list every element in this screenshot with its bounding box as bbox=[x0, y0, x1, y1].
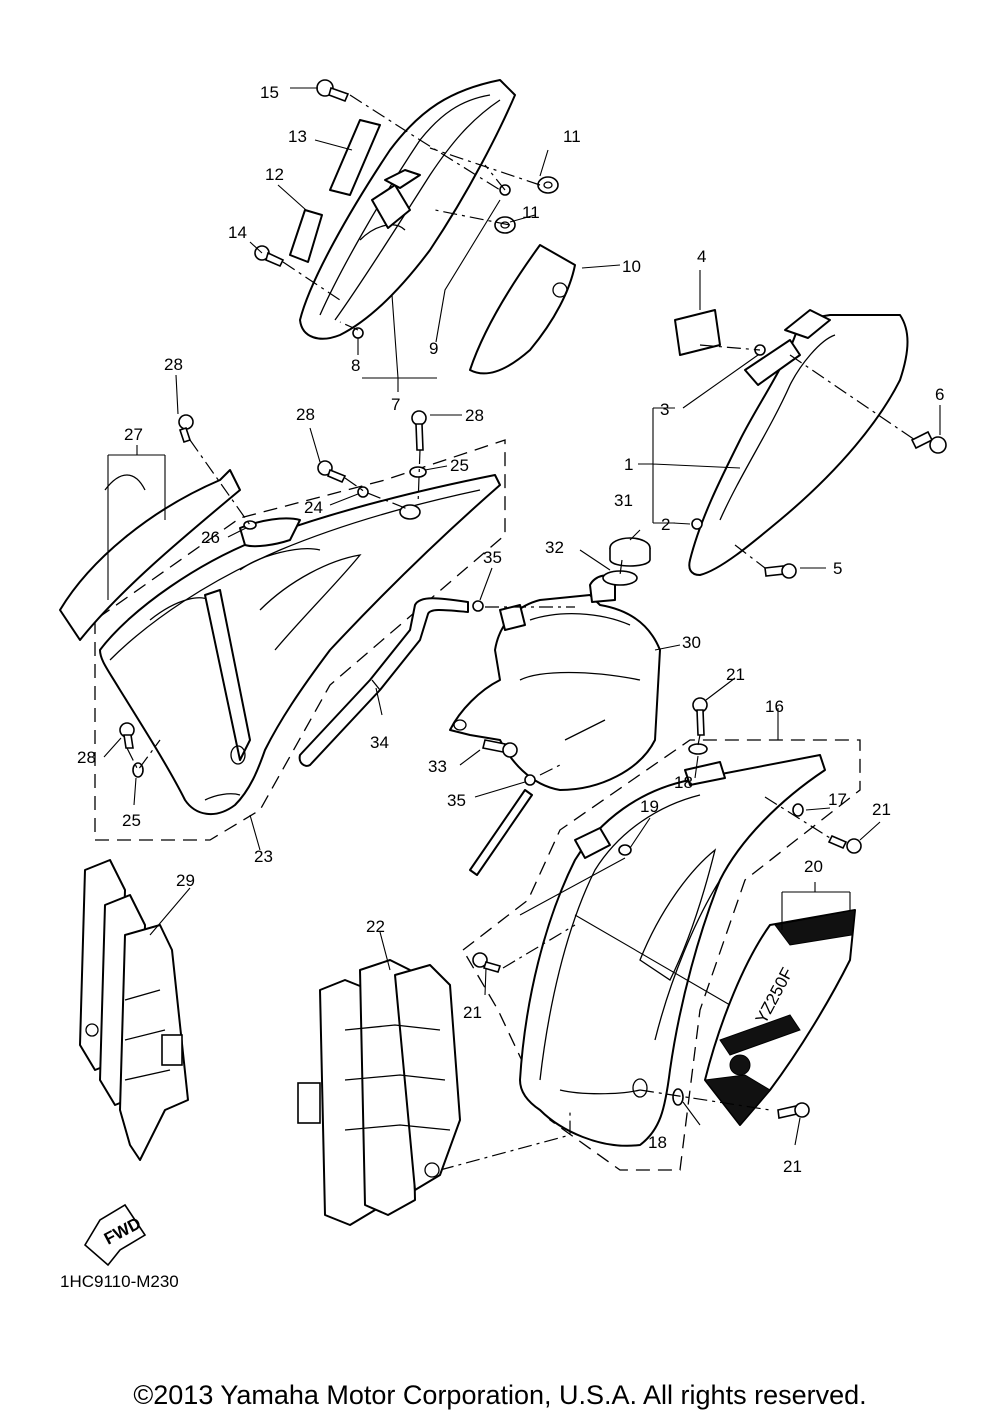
callout-23: 23 bbox=[254, 847, 273, 866]
callout-3: 3 bbox=[660, 400, 669, 419]
callout-28d: 28 bbox=[77, 748, 96, 767]
callout-14: 14 bbox=[228, 223, 247, 242]
radiator-guard-29 bbox=[79, 859, 189, 1161]
callout-21c: 21 bbox=[463, 1003, 482, 1022]
washer-18-bottom bbox=[672, 1088, 684, 1106]
bolt-21-bottom bbox=[777, 1102, 810, 1119]
bolt-6 bbox=[910, 430, 947, 454]
callout-15: 15 bbox=[260, 83, 279, 102]
bolt-15 bbox=[316, 79, 350, 103]
air-cleaner-side-panel-10 bbox=[469, 244, 576, 375]
callout-28b: 28 bbox=[296, 405, 315, 424]
bolt-28-upper bbox=[411, 410, 427, 451]
scoop-graphic-20: YZ250F bbox=[704, 909, 856, 1126]
duct-seal-13 bbox=[329, 119, 381, 196]
callout-4: 4 bbox=[697, 247, 706, 266]
callout-11a: 11 bbox=[563, 127, 581, 146]
washer-18-top bbox=[688, 743, 708, 755]
breather-hose-34 bbox=[298, 597, 469, 767]
callout-30: 30 bbox=[682, 633, 701, 652]
callout-29: 29 bbox=[176, 871, 195, 890]
bolt-14 bbox=[254, 245, 285, 268]
bolt-28-mid bbox=[317, 460, 347, 484]
collar-24 bbox=[357, 486, 369, 498]
callout-21a: 21 bbox=[726, 665, 745, 684]
callout-33: 33 bbox=[428, 757, 447, 776]
radiator-guard-22 bbox=[297, 959, 461, 1226]
callout-22: 22 bbox=[366, 917, 385, 936]
pad-4 bbox=[674, 309, 721, 356]
callout-21d: 21 bbox=[783, 1157, 802, 1176]
callout-2: 2 bbox=[661, 515, 670, 534]
callout-17: 17 bbox=[828, 790, 847, 809]
callout-6: 6 bbox=[935, 385, 944, 404]
callout-27: 27 bbox=[124, 425, 143, 444]
callout-13: 13 bbox=[288, 127, 307, 146]
callout-9: 9 bbox=[429, 339, 438, 358]
copyright-notice: ©2013 Yamaha Motor Corporation, U.S.A. A… bbox=[133, 1380, 867, 1410]
grommet-11a bbox=[537, 176, 559, 194]
callout-19: 19 bbox=[640, 797, 659, 816]
fuel-tank-30 bbox=[449, 574, 661, 791]
callout-21b: 21 bbox=[872, 800, 891, 819]
callout-7: 7 bbox=[391, 395, 400, 414]
callout-8: 8 bbox=[351, 356, 360, 375]
callout-24: 24 bbox=[304, 498, 323, 517]
diagram-code: 1HC9110-M230 bbox=[60, 1272, 179, 1291]
callout-18b: 18 bbox=[648, 1133, 667, 1152]
bolt-5 bbox=[764, 563, 797, 579]
hose-clamp-35 bbox=[472, 600, 536, 786]
bolt-21-top bbox=[692, 697, 708, 736]
bolt-21-left bbox=[472, 952, 502, 973]
bolt-21-right bbox=[827, 834, 862, 854]
side-cover-1 bbox=[688, 309, 909, 576]
collar-2 bbox=[691, 518, 703, 530]
callout-25a: 25 bbox=[450, 456, 469, 475]
callout-25b: 25 bbox=[122, 811, 141, 830]
fwd-arrow-icon: FWD bbox=[83, 1203, 147, 1267]
callout-26: 26 bbox=[201, 528, 220, 547]
bolt-28-top bbox=[178, 414, 194, 444]
hose-lower bbox=[469, 789, 533, 876]
collar-17 bbox=[792, 803, 804, 817]
washer-25-top bbox=[409, 466, 427, 478]
bolt-33 bbox=[482, 739, 518, 758]
callout-10: 10 bbox=[622, 257, 641, 276]
air-scoop-right-16 bbox=[519, 754, 826, 1147]
callout-labels: 15 13 12 14 11 11 10 9 8 7 4 3 1 2 6 5 2… bbox=[77, 83, 944, 1176]
callout-5: 5 bbox=[833, 559, 842, 578]
duct-seal-12 bbox=[289, 209, 323, 263]
callout-34: 34 bbox=[370, 733, 389, 752]
collar-26 bbox=[243, 520, 257, 530]
callout-31: 31 bbox=[614, 491, 633, 510]
callout-35b: 35 bbox=[447, 791, 466, 810]
cover-block bbox=[371, 169, 421, 229]
callout-28a: 28 bbox=[164, 355, 183, 374]
callout-1: 1 bbox=[624, 455, 633, 474]
callout-12: 12 bbox=[265, 165, 284, 184]
callout-32: 32 bbox=[545, 538, 564, 557]
callout-18a: 18 bbox=[674, 773, 693, 792]
collar-19 bbox=[618, 844, 632, 856]
callout-35a: 35 bbox=[483, 548, 502, 567]
scoop-decal-27 bbox=[59, 469, 241, 641]
fuel-cap-31 bbox=[609, 537, 651, 567]
grommet-11b bbox=[494, 216, 516, 234]
callout-16: 16 bbox=[765, 697, 784, 716]
bolt-28-lower bbox=[119, 722, 135, 749]
callout-28c: 28 bbox=[465, 406, 484, 425]
callout-20: 20 bbox=[804, 857, 823, 876]
callout-11b: 11 bbox=[522, 203, 540, 222]
